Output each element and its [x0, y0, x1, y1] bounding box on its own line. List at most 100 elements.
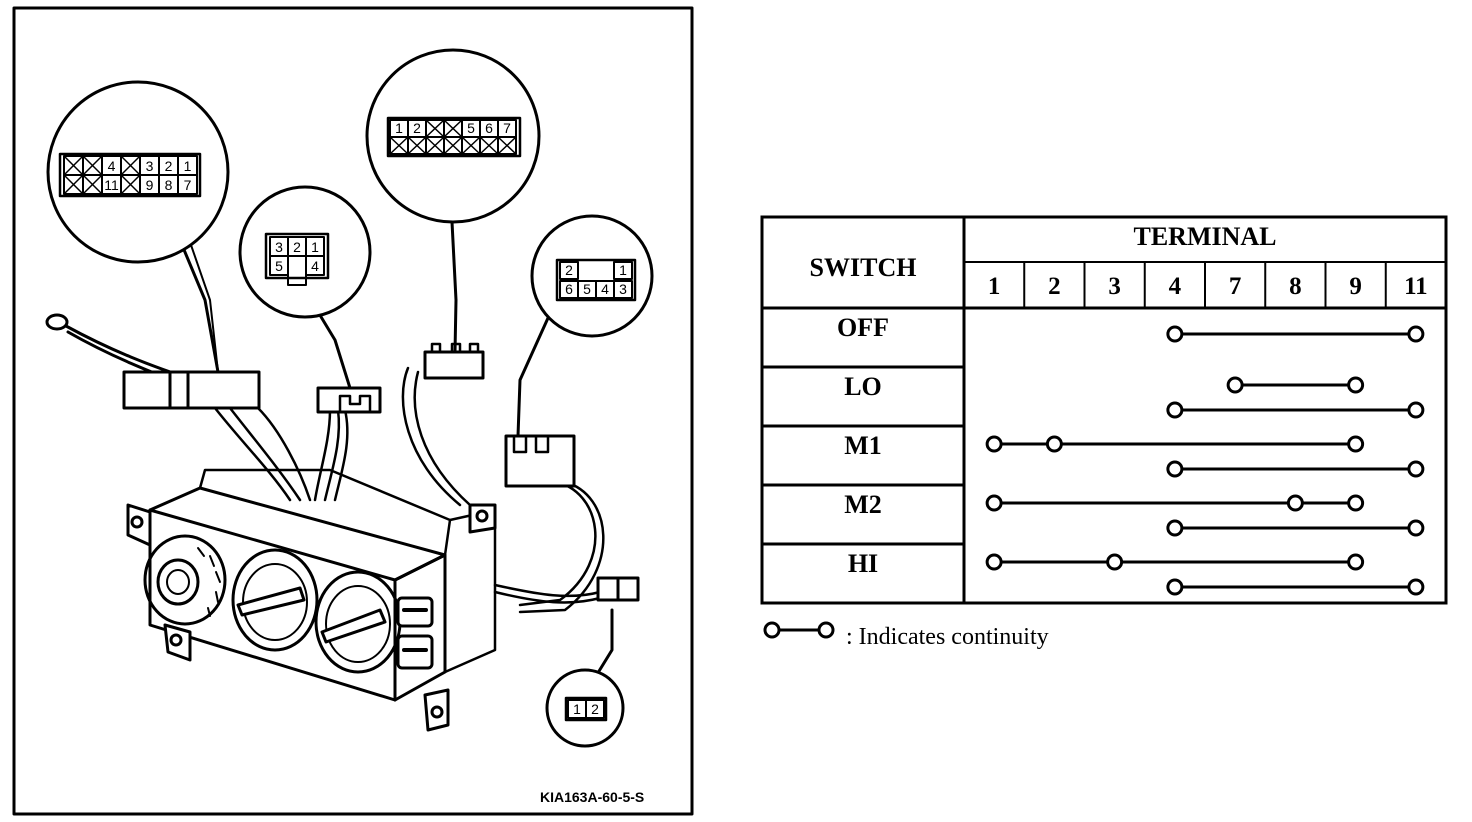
- terminal-dot: [1347, 494, 1365, 512]
- terminal-dot: [1407, 519, 1425, 537]
- terminal-dot: [1226, 376, 1244, 394]
- terminal-dot: [1166, 578, 1184, 596]
- connector-a-cell: [177, 174, 198, 195]
- connector-c-blank-mark: [425, 119, 445, 138]
- terminal-number: 7: [1229, 273, 1242, 300]
- connector-b-key: [287, 255, 307, 286]
- connector-c-blank-mark: [461, 136, 481, 155]
- connector-d-cell: [613, 261, 633, 280]
- terminal-dot: [1407, 325, 1425, 343]
- continuity-legend: : Indicates continuity: [763, 621, 1049, 650]
- connector-a-pin-label: 11: [104, 177, 119, 193]
- switch-position-off: OFF: [837, 313, 889, 342]
- terminal-dot: [985, 435, 1003, 453]
- switch-position-hi: HI: [848, 549, 878, 578]
- connector-c-blank-mark: [497, 136, 517, 155]
- connector-a-body: [122, 370, 261, 410]
- terminal-number: 3: [1108, 273, 1121, 300]
- terminal-dot: [1407, 460, 1425, 478]
- terminal-dot: [1347, 376, 1365, 394]
- connector-d-pin-label: 3: [619, 281, 627, 297]
- connector-a-pin-label: 9: [146, 177, 154, 193]
- connector-d-body: [504, 434, 576, 488]
- switch-position-m2: M2: [844, 490, 882, 519]
- terminal-number: 4: [1169, 273, 1182, 300]
- figure-code: KIA163A-60-5-S: [540, 789, 644, 805]
- connector-a-blank-mark: [63, 174, 84, 195]
- legend-terminal-dot: [817, 621, 835, 639]
- connector-a-pin-label: 1: [184, 158, 192, 174]
- harness-connectors: [122, 342, 640, 602]
- connector-c-body: [423, 350, 485, 380]
- wire-harness: [213, 366, 605, 614]
- terminal-dot: [1166, 401, 1184, 419]
- switch-position-m1: M1: [844, 431, 882, 460]
- terminal-dot: [1166, 460, 1184, 478]
- connector-a-blank-mark: [82, 174, 103, 195]
- connector-a-pin-label: 8: [165, 177, 173, 193]
- connector-e-pin-label: 1: [573, 701, 581, 717]
- connector-a-pin-label: 7: [184, 177, 192, 193]
- connector-d-pin-label: 4: [601, 281, 609, 297]
- connector-a-pin-label: 2: [165, 158, 173, 174]
- terminal-number: 8: [1289, 273, 1302, 300]
- control-panel: [126, 468, 497, 732]
- connector-c-blank-mark: [443, 136, 463, 155]
- terminal-dot: [1407, 578, 1425, 596]
- terminal-dot: [1347, 435, 1365, 453]
- connector-c-pin-label: 7: [503, 120, 511, 136]
- connector-a-blank-mark: [120, 155, 141, 176]
- terminal-number: 1: [988, 273, 1001, 300]
- connector-d-pin-label: 6: [565, 281, 573, 297]
- connector-c-blank-mark: [389, 136, 409, 155]
- connector-a-pin-label: 3: [146, 158, 154, 174]
- connector-c-blank-mark: [407, 136, 427, 155]
- connector-c-pin-label: 6: [485, 120, 493, 136]
- terminal-number: 2: [1048, 273, 1061, 300]
- temperature-knob: [231, 548, 319, 652]
- connector-d-pin-label: 2: [565, 262, 573, 278]
- terminal-header: TERMINAL: [1133, 222, 1276, 251]
- terminal-dot: [1286, 494, 1304, 512]
- switch-position-lo: LO: [844, 372, 882, 401]
- switch-header: SWITCH: [810, 253, 917, 282]
- callout-leaders: [180, 220, 614, 678]
- connector-c-pin-label: 1: [395, 120, 403, 136]
- connector-b-pin-label: 4: [311, 258, 319, 274]
- terminal-dot: [985, 494, 1003, 512]
- fan-speed-knob: [143, 534, 227, 626]
- connector-c-blank-mark: [425, 136, 445, 155]
- terminal-dot: [1106, 553, 1124, 571]
- connector-d-pin-label: 5: [583, 281, 591, 297]
- connector-c-blank-mark: [443, 119, 463, 138]
- connector-a-pin-label: 4: [108, 158, 116, 174]
- terminal-dot: [1407, 401, 1425, 419]
- connector-a-blank-mark: [120, 174, 141, 195]
- connector-b-pin-label: 2: [293, 239, 301, 255]
- terminal-dot: [1166, 325, 1184, 343]
- terminal-dot: [985, 553, 1003, 571]
- connector-d-pin-label: 1: [619, 262, 627, 278]
- terminal-number: 9: [1349, 273, 1362, 300]
- connector-c-pin-label: 2: [413, 120, 421, 136]
- connector-c-blank-mark: [479, 136, 499, 155]
- connector-e-pin-label: 2: [591, 701, 599, 717]
- terminal-dot: [1347, 553, 1365, 571]
- connector-c-pin-label: 5: [467, 120, 475, 136]
- connector-b-pin-label: 5: [275, 258, 283, 274]
- connector-e-cell: [585, 699, 605, 719]
- terminal-dot: [1166, 519, 1184, 537]
- terminal-number: 11: [1404, 273, 1428, 300]
- legend-terminal-dot: [763, 621, 781, 639]
- connector-b-pin-label: 1: [311, 239, 319, 255]
- connector-d-cell: [559, 261, 579, 280]
- illustration-frame: [12, 6, 694, 816]
- connector-d-cell: [613, 280, 633, 299]
